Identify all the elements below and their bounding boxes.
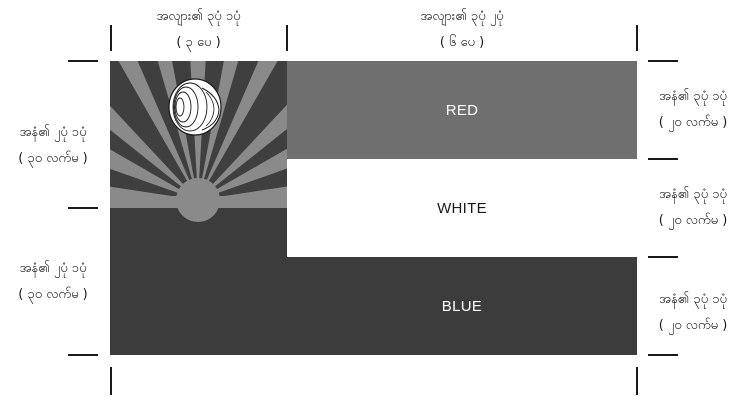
- right-dimension-tick-2: [648, 158, 678, 160]
- right-dimension-tick-4: [648, 354, 678, 356]
- top-label-field-line1: အလျား၏ ၃ပုံ ၂ပုံ: [420, 9, 504, 24]
- bottom-dimension-tick-left: [110, 367, 112, 395]
- right-dimension-tick-1: [648, 60, 678, 62]
- top-label-field-line2: ( ၆ ပေ ): [439, 35, 485, 50]
- top-label-canton-line1: အလျား၏ ၃ပုံ ၁ပုံ: [156, 9, 241, 24]
- left-label-upper: အနံ၏ ၂ပုံ ၁ပုံ ( ၃၀ လက်မ ): [0, 120, 106, 172]
- top-label-canton-width: အလျား၏ ၃ပုံ ၁ပုံ ( ၃ ပေ ): [110, 4, 287, 56]
- left-label-lower: အနံ၏ ၂ပုံ ၁ပုံ ( ၃၀ လက်မ ): [0, 256, 106, 308]
- right-label-white: အနံ၏ ၃ပုံ ၁ပုံ ( ၂၀ လက်မ ): [641, 182, 745, 234]
- right-label-red: အနံ၏ ၃ပုံ ၁ပုံ ( ၂၀ လက်မ ): [641, 84, 745, 136]
- right-label-white-line1: အနံ၏ ၃ပုံ ၁ပုံ: [659, 187, 727, 202]
- left-dimension-tick-bottom: [68, 354, 98, 356]
- top-dimension-tick-middle: [286, 25, 288, 51]
- bottom-dimension-tick-right: [636, 367, 638, 395]
- top-label-field-width: အလျား၏ ၃ပုံ ၂ပုံ ( ၆ ပေ ): [287, 4, 637, 56]
- canton-lower-blue: [110, 208, 287, 355]
- blue-stripe-label: BLUE: [441, 297, 483, 315]
- left-label-upper-line1: အနံ၏ ၂ပုံ ၁ပုံ: [19, 125, 87, 140]
- red-stripe: [287, 61, 637, 159]
- left-dimension-tick-top: [68, 60, 98, 62]
- right-label-red-line1: အနံ၏ ၃ပုံ ၁ပုံ: [659, 89, 727, 104]
- white-stripe-label: WHITE: [437, 199, 487, 217]
- top-label-canton-line2: ( ၃ ပေ ): [176, 35, 221, 50]
- right-dimension-tick-3: [648, 256, 678, 258]
- white-stripe: [287, 159, 637, 257]
- left-label-lower-line1: အနံ၏ ၂ပုံ ၁ပုံ: [19, 261, 87, 276]
- red-stripe-label: RED: [445, 101, 479, 119]
- top-dimension-tick-left: [110, 25, 112, 51]
- left-label-lower-line2: ( ၃၀ လက်မ ): [18, 287, 88, 302]
- canton: [110, 61, 287, 222]
- left-dimension-tick-middle: [68, 207, 98, 209]
- right-label-white-line2: ( ၂၀ လက်မ ): [658, 213, 728, 228]
- conch-shell-icon: [168, 78, 222, 136]
- top-dimension-tick-right: [636, 25, 638, 51]
- right-label-red-line2: ( ၂၀ လက်မ ): [658, 115, 728, 130]
- left-label-upper-line2: ( ၃၀ လက်မ ): [18, 151, 88, 166]
- blue-stripe: [287, 257, 637, 355]
- right-label-blue-line1: အနံ၏ ၃ပုံ ၁ပုံ: [659, 292, 727, 307]
- sun: [176, 178, 220, 222]
- right-label-blue-line2: ( ၂၀ လက်မ ): [658, 318, 728, 333]
- right-label-blue: အနံ၏ ၃ပုံ ၁ပုံ ( ၂၀ လက်မ ): [641, 287, 745, 339]
